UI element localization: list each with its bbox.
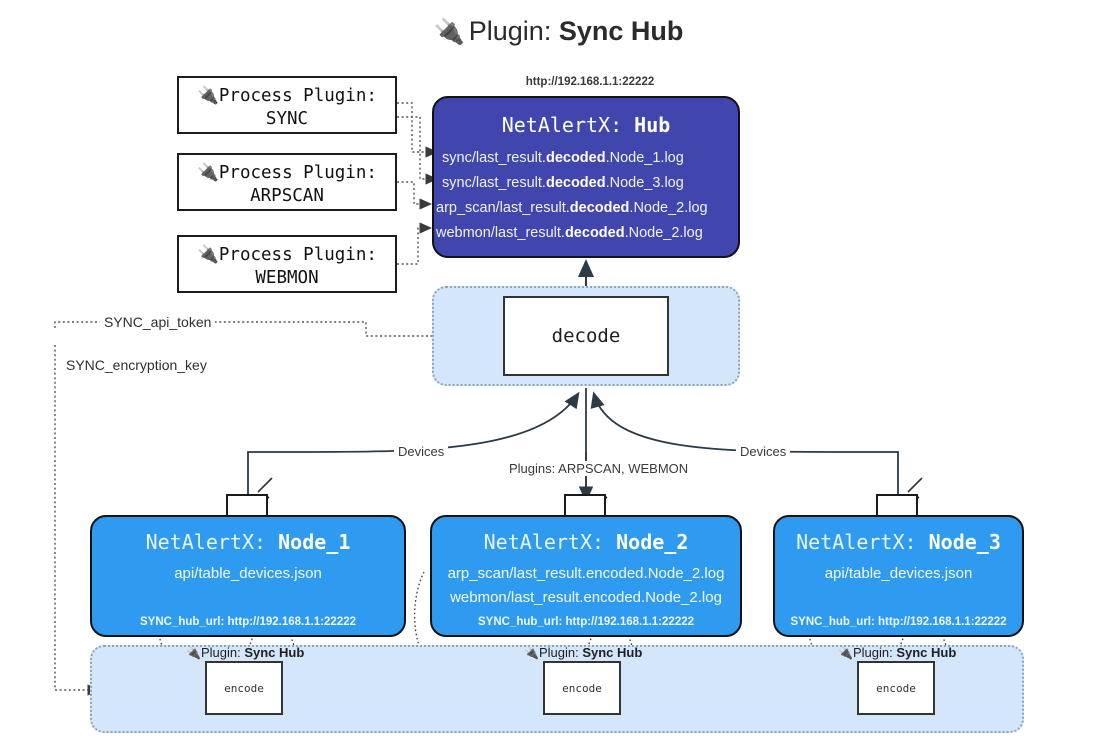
secret-label-encryption-key: SYNC_encryption_key bbox=[62, 357, 211, 373]
hub-title-prefix: NetAlertX: bbox=[501, 113, 623, 137]
node-3-encode-box[interactable]: encode bbox=[857, 661, 935, 715]
hub-log-row: sync/last_result.decoded.Node_1.log bbox=[442, 150, 684, 166]
secret-label-api-token: SYNC_api_token bbox=[100, 314, 216, 330]
node-2-lines: arp_scan/last_result.encoded.Node_2.log … bbox=[432, 562, 740, 611]
plug-icon: 🔌 bbox=[197, 163, 219, 183]
hub-log-list: sync/last_result.decoded.Node_1.log sync… bbox=[434, 146, 738, 246]
plug-icon: 🔌 bbox=[524, 646, 539, 660]
plug-icon: 🔌 bbox=[433, 18, 465, 46]
node-2-line: webmon/last_result.encoded.Node_2.log bbox=[450, 589, 722, 607]
node-3-plugin-label: 🔌Plugin: Sync Hub bbox=[838, 645, 957, 660]
node-2-encode-box[interactable]: encode bbox=[543, 661, 621, 715]
node-3-lines: api/table_devices.json bbox=[775, 562, 1022, 586]
node-2-title: NetAlertX: Node_2 bbox=[483, 530, 689, 554]
edge-label-devices-right: Devices bbox=[736, 444, 791, 459]
hub-log-row: sync/last_result.decoded.Node_3.log bbox=[442, 174, 684, 191]
decode-box[interactable]: decode bbox=[503, 296, 669, 376]
hub-log-row: arp_scan/last_result.decoded.Node_2.log bbox=[436, 199, 708, 216]
node-3-line: api/table_devices.json bbox=[824, 565, 973, 582]
node-1-lines: api/table_devices.json bbox=[92, 562, 404, 586]
node-1-line: api/table_devices.json bbox=[174, 565, 322, 582]
hub-log-row: webmon/last_result.decoded.Node_2.log bbox=[436, 224, 703, 241]
process-plugin-sync-line1: 🔌Process Plugin: bbox=[197, 86, 377, 106]
process-plugin-arpscan-line2: ARPSCAN bbox=[250, 186, 324, 207]
process-plugin-webmon-line2: WEBMON bbox=[255, 268, 319, 289]
netalertx-node-2[interactable]: NetAlertX: Node_2 arp_scan/last_result.e… bbox=[430, 515, 742, 637]
hub-title-name: Hub bbox=[634, 113, 671, 137]
plug-icon: 🔌 bbox=[197, 86, 219, 106]
process-plugin-arpscan-line1: 🔌Process Plugin: bbox=[197, 163, 377, 183]
node-2-line: arp_scan/last_result.encoded.Node_2.log bbox=[447, 565, 725, 582]
node-1-plugin-label: 🔌Plugin: Sync Hub bbox=[186, 645, 305, 660]
page-title-name: Sync Hub bbox=[558, 16, 684, 46]
process-plugin-webmon-line1: 🔌Process Plugin: bbox=[197, 245, 377, 265]
hub-node[interactable]: NetAlertX: Hub sync/last_result.decoded.… bbox=[432, 96, 740, 258]
page-title: 🔌Plugin: Sync Hub bbox=[0, 16, 1117, 47]
netalertx-node-1[interactable]: NetAlertX: Node_1 api/table_devices.json… bbox=[90, 515, 406, 637]
process-plugin-arpscan[interactable]: 🔌Process Plugin: ARPSCAN bbox=[177, 153, 397, 211]
node-1-hub-url: SYNC_hub_url: http://192.168.1.1:22222 bbox=[139, 616, 357, 628]
netalertx-node-3[interactable]: NetAlertX: Node_3 api/table_devices.json… bbox=[773, 515, 1024, 637]
process-plugin-sync-line2: SYNC bbox=[265, 109, 309, 130]
node-2-plugin-label: 🔌Plugin: Sync Hub bbox=[524, 645, 643, 660]
edge-label-devices-left: Devices bbox=[394, 444, 449, 459]
node-3-hub-url: SYNC_hub_url: http://192.168.1.1:22222 bbox=[790, 616, 1007, 628]
process-plugin-sync[interactable]: 🔌Process Plugin: SYNC bbox=[177, 76, 397, 134]
node-1-title: NetAlertX: Node_1 bbox=[145, 530, 351, 554]
hub-title: NetAlertX: Hub bbox=[434, 113, 738, 137]
node-3-title: NetAlertX: Node_3 bbox=[796, 530, 1001, 554]
process-plugin-webmon[interactable]: 🔌Process Plugin: WEBMON bbox=[177, 235, 397, 293]
node-2-hub-url: SYNC_hub_url: http://192.168.1.1:22222 bbox=[477, 616, 695, 628]
edge-label-plugins-center: Plugins: ARPSCAN, WEBMON bbox=[505, 461, 693, 476]
hub-url-label: http://192.168.1.1:22222 bbox=[525, 76, 655, 88]
page-title-prefix: Plugin: bbox=[468, 16, 552, 46]
plug-icon: 🔌 bbox=[186, 646, 201, 660]
plug-icon: 🔌 bbox=[838, 646, 853, 660]
node-1-encode-box[interactable]: encode bbox=[205, 661, 283, 715]
plug-icon: 🔌 bbox=[197, 245, 219, 265]
